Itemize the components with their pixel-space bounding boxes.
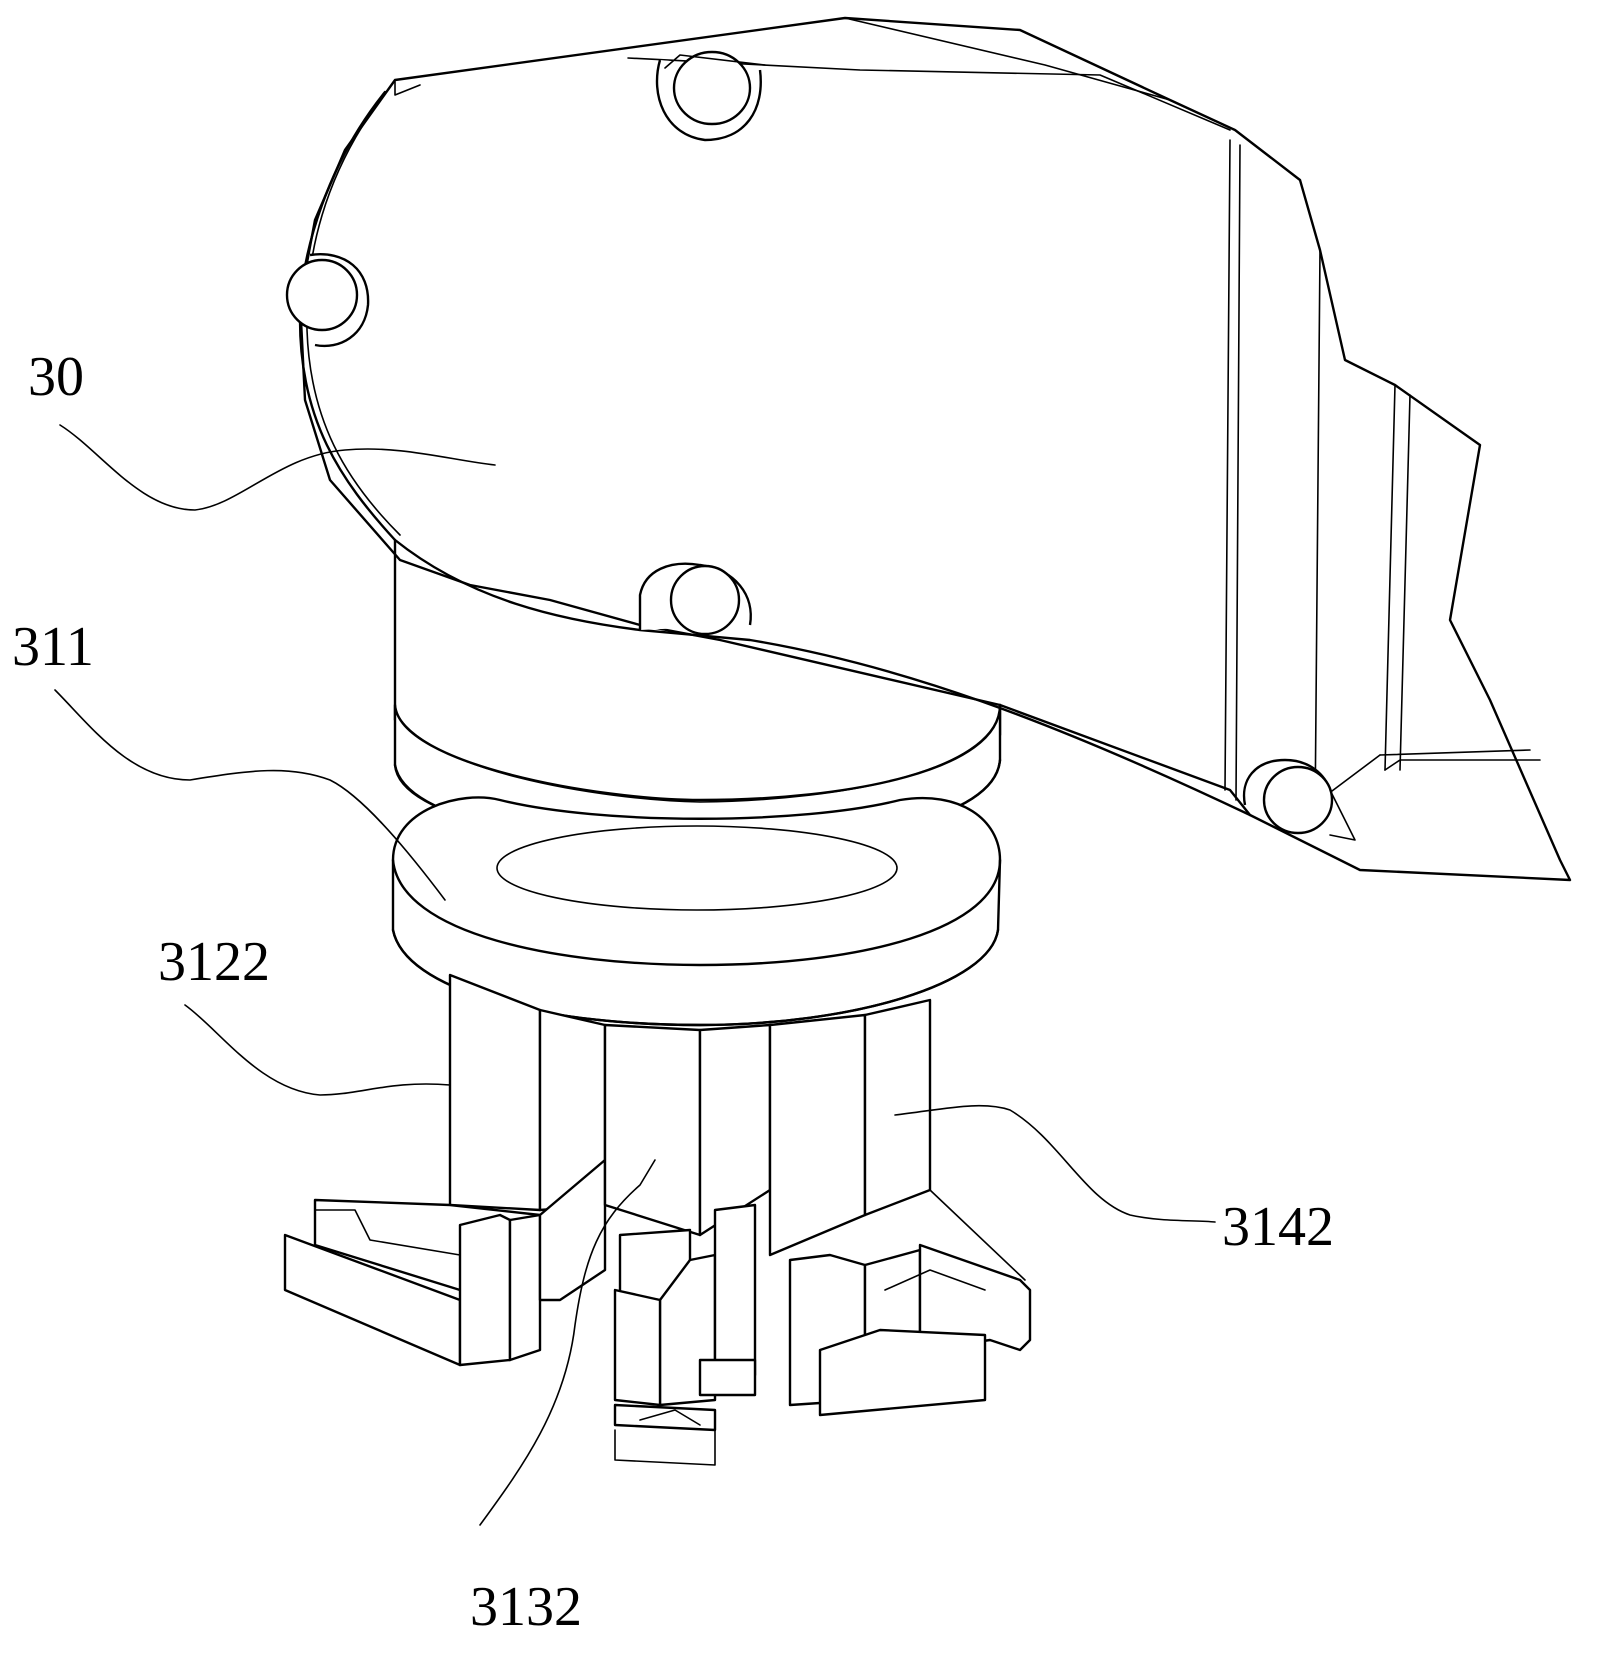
leader-3142: [895, 1106, 1215, 1222]
jaw-left-3122: [285, 975, 605, 1365]
label-311: 311: [12, 616, 94, 678]
label-30: 30: [28, 346, 84, 408]
jaw-right-3142: [770, 1000, 1030, 1415]
label-3132: 3132: [470, 1576, 582, 1638]
jaw-middle-3132: [605, 1025, 770, 1465]
label-3122: 3122: [158, 931, 270, 993]
label-3142: 3142: [1222, 1196, 1334, 1258]
housing-body: [300, 18, 1570, 880]
leader-3122: [185, 1005, 450, 1095]
leader-311: [55, 690, 445, 900]
